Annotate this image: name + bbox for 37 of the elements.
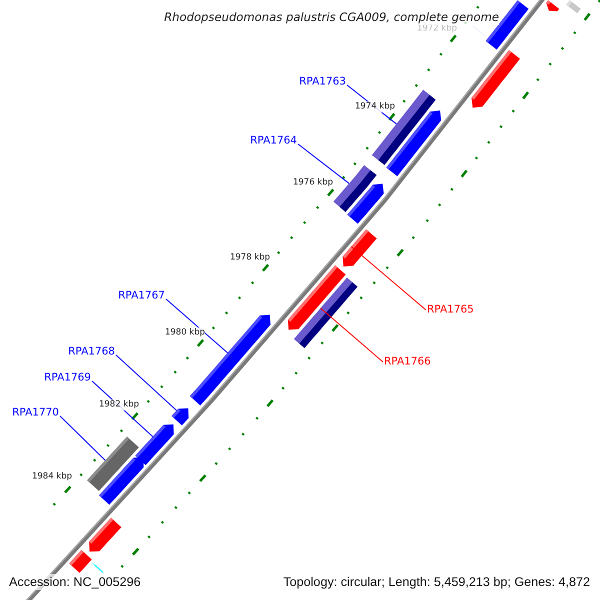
gene-block bbox=[342, 229, 377, 266]
leader-line bbox=[350, 246, 426, 310]
scale-label: 1980 kbp bbox=[164, 328, 206, 338]
gene-label: RPA1763 bbox=[299, 76, 346, 88]
gene-block bbox=[190, 314, 270, 406]
gene-block bbox=[566, 0, 581, 14]
gene-block bbox=[92, 562, 104, 573]
gene-block bbox=[347, 184, 384, 224]
scale-label: 1974 kbp bbox=[354, 102, 396, 112]
gene-block bbox=[69, 550, 92, 573]
gene-label: RPA1764 bbox=[250, 134, 297, 148]
scale-label: 1978 kbp bbox=[230, 252, 270, 264]
leader-line bbox=[60, 416, 106, 461]
leader-line bbox=[116, 354, 178, 412]
gene-block bbox=[294, 278, 358, 348]
scale-label: 1976 kbp bbox=[292, 178, 334, 188]
scale-label: 1984 kbp bbox=[32, 472, 72, 482]
leader-line bbox=[320, 308, 384, 362]
genome-info-text: Accession: NC_005296 bbox=[7, 574, 143, 590]
gene-block bbox=[99, 457, 144, 505]
gene-label: RPA1768 bbox=[68, 346, 115, 358]
leader-line bbox=[166, 298, 228, 354]
title: Rhodopseudomonas palustris CGA009, complete genome bbox=[164, 9, 499, 25]
leader-line bbox=[298, 144, 350, 184]
scale-label: 1982 kbp bbox=[98, 400, 140, 410]
gene-block bbox=[89, 518, 122, 552]
gene-block bbox=[472, 50, 520, 108]
gene-label: RPA1765 bbox=[427, 304, 474, 316]
gene-label: RPA1766 bbox=[384, 356, 431, 368]
gene-label: RPA1769 bbox=[44, 372, 91, 384]
gene-block bbox=[333, 165, 377, 212]
gene-label: RPA1770 bbox=[12, 406, 59, 420]
genome-info-text: Topology: circular; Length: 5,459,213 bp; Genes: 4,872 bbox=[281, 574, 592, 590]
gene-block bbox=[546, 0, 560, 12]
gene-block bbox=[172, 408, 189, 426]
gene-block bbox=[386, 110, 442, 176]
gene-label: RPA1767 bbox=[118, 290, 165, 302]
